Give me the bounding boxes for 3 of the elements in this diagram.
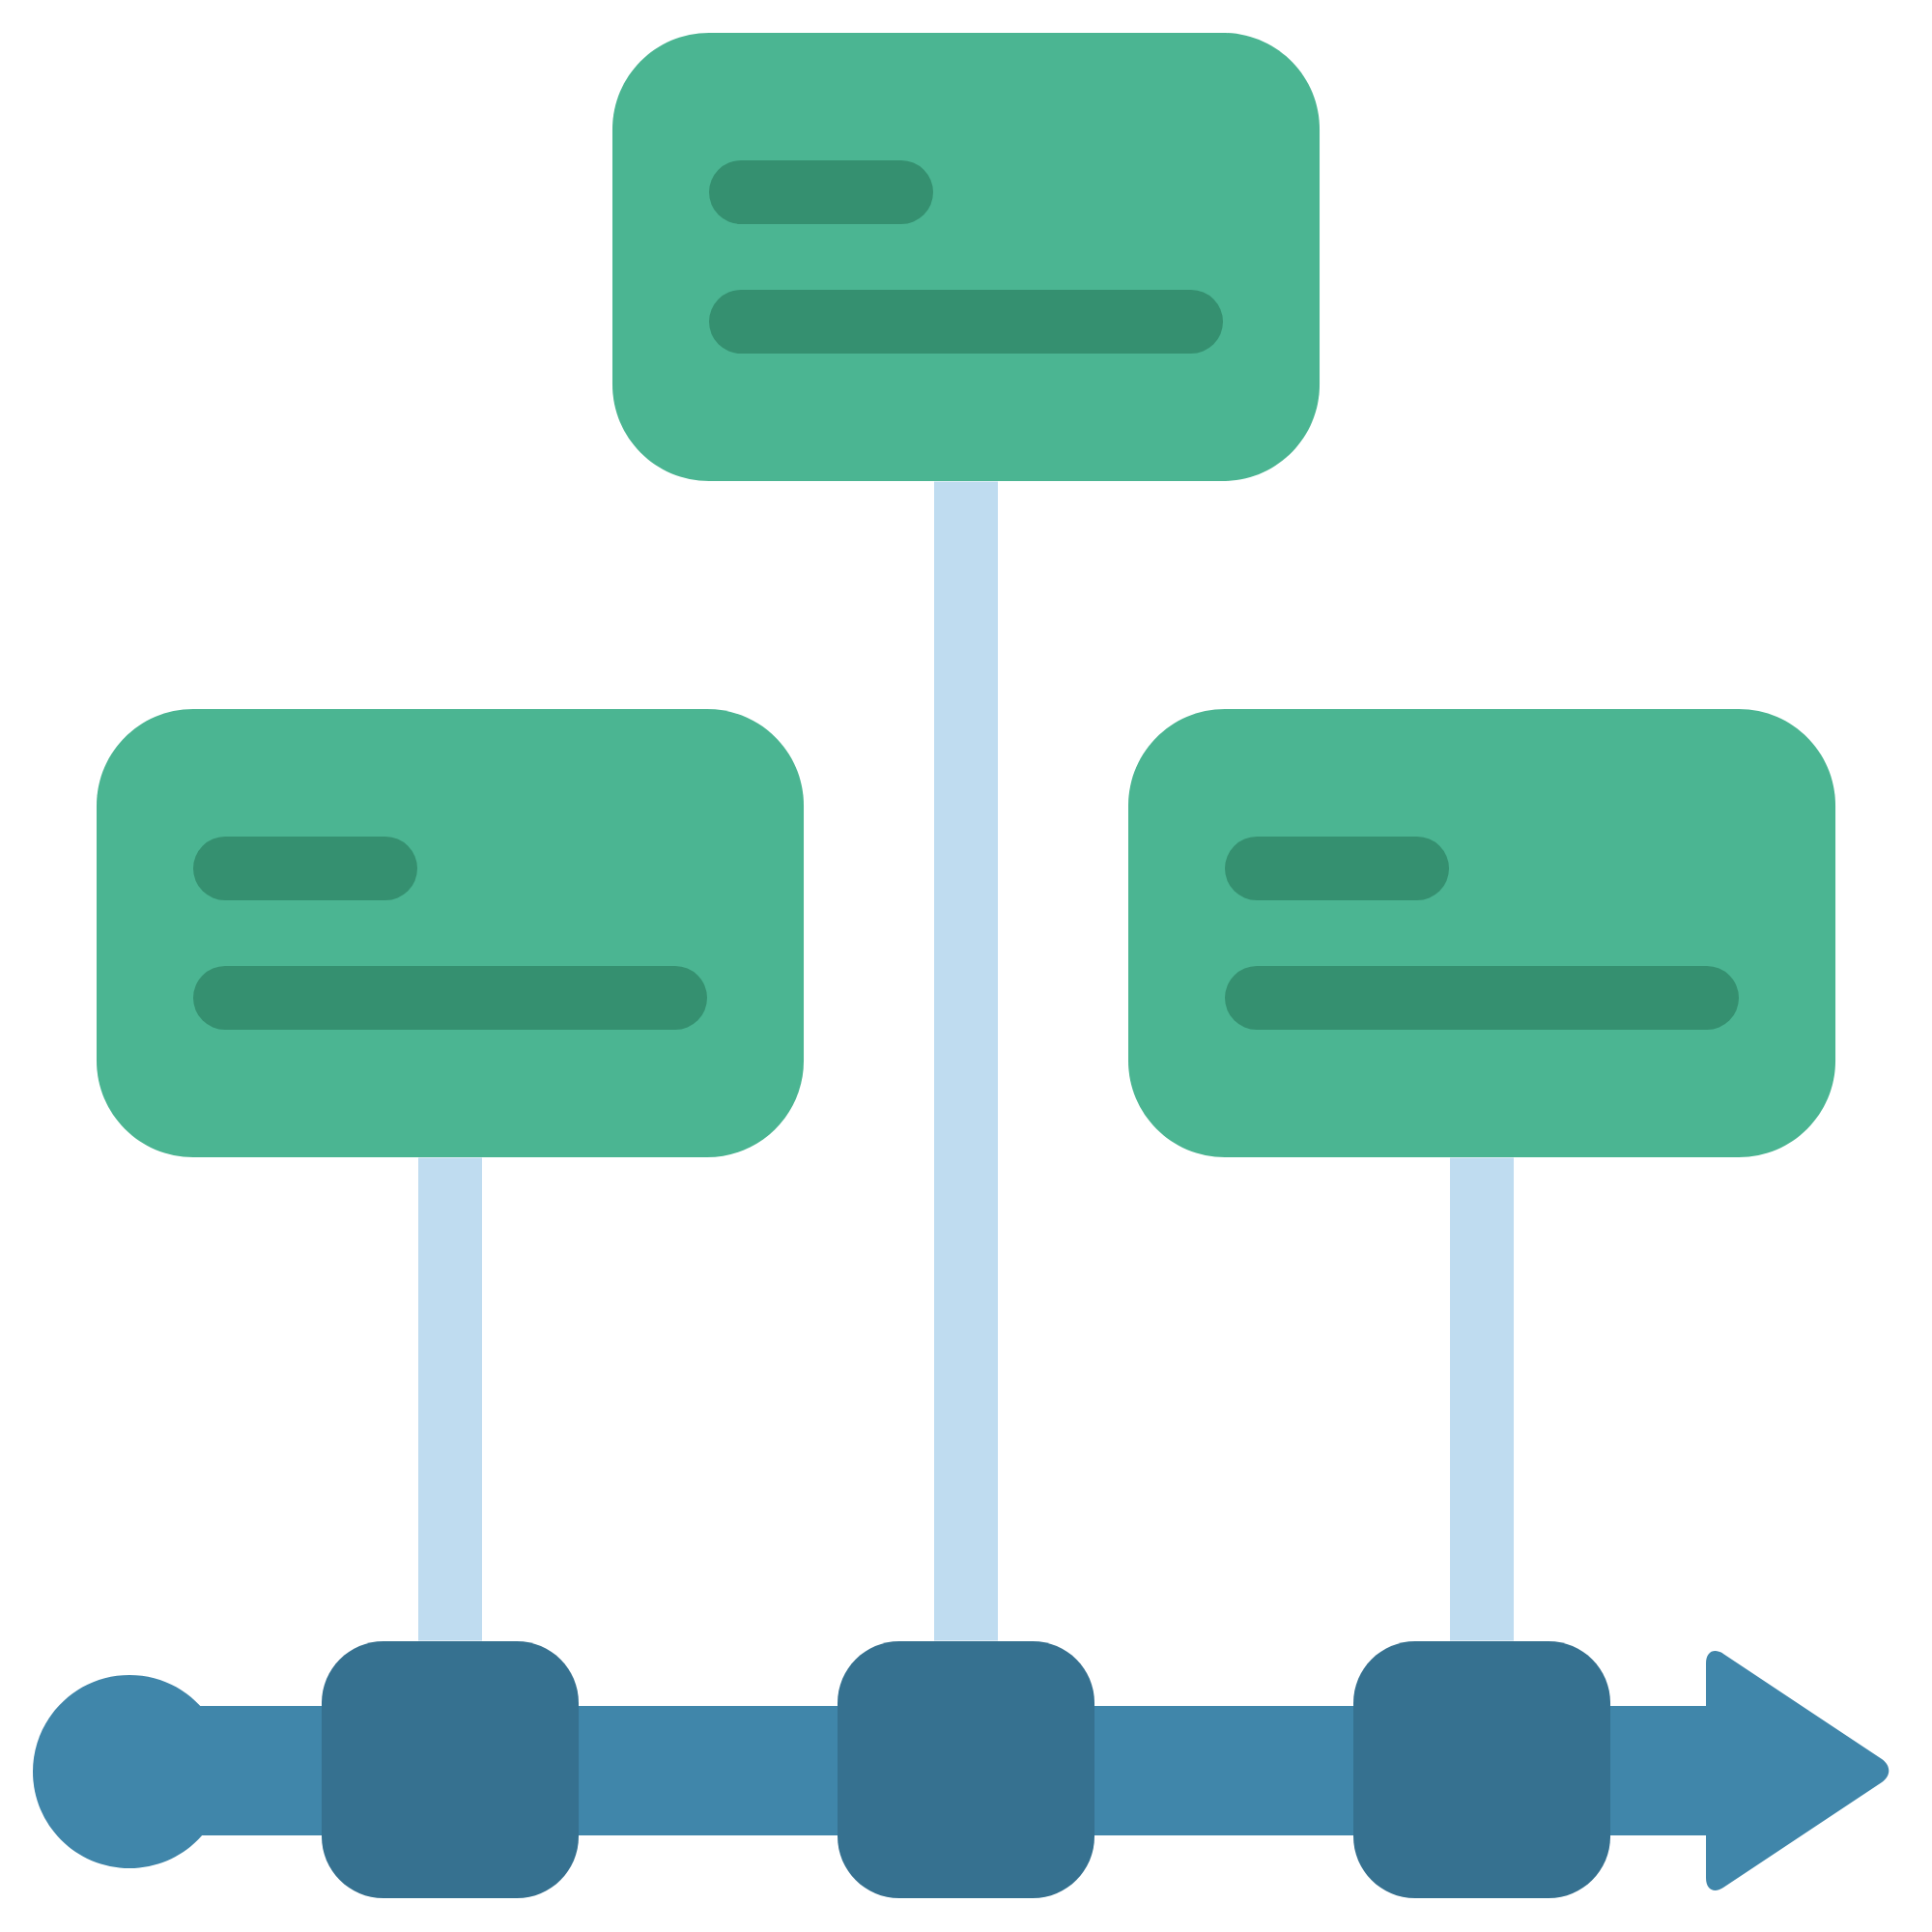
connector-line: [1450, 1157, 1514, 1641]
connector-line: [418, 1157, 482, 1641]
connector-line: [934, 481, 998, 1641]
